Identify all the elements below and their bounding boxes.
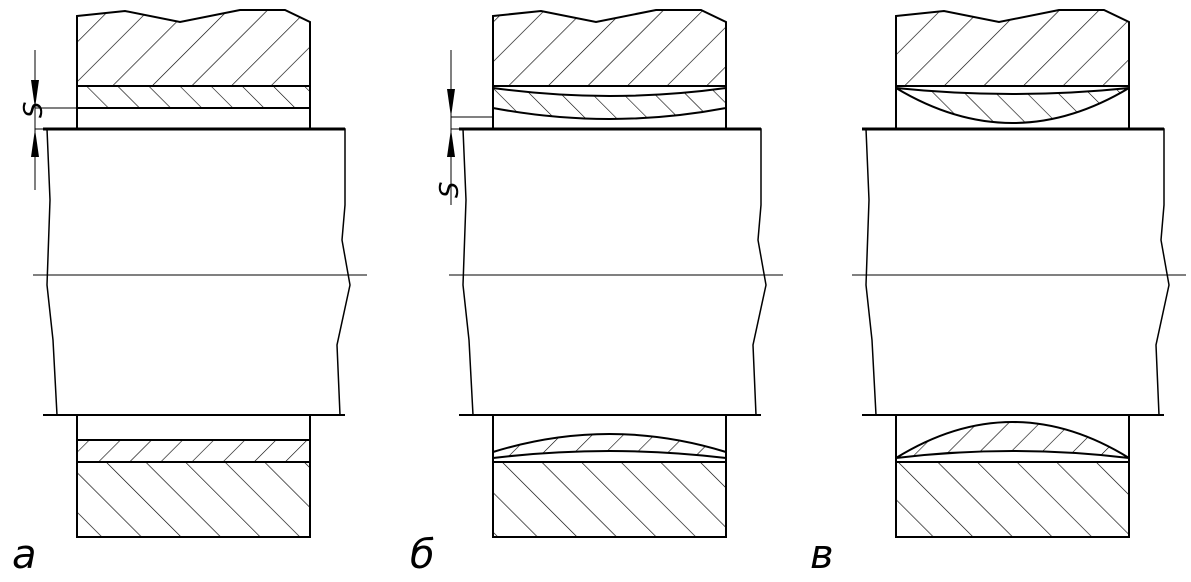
upper-liner <box>895 87 1130 124</box>
lower-housing <box>76 461 311 538</box>
upper-housing <box>895 9 1130 87</box>
lower-liner <box>76 439 311 463</box>
clearance-label-a: S <box>19 101 49 118</box>
shaft <box>43 128 351 416</box>
panel-b <box>447 9 783 538</box>
panel-label-a: а <box>12 532 37 578</box>
shaft <box>459 128 767 416</box>
arrow-icon <box>447 89 455 117</box>
upper-liner <box>76 85 311 109</box>
panel-label-b: б <box>410 532 435 578</box>
lower-liner <box>492 433 727 460</box>
arrow-icon <box>447 129 455 157</box>
upper-housing <box>76 9 311 87</box>
lower-housing <box>492 461 727 538</box>
lower-housing <box>895 461 1130 538</box>
upper-liner <box>492 86 727 120</box>
arrow-icon <box>31 80 39 108</box>
upper-housing <box>492 9 727 87</box>
panel-label-v: в <box>810 532 834 578</box>
arrow-icon <box>31 129 39 157</box>
lower-liner <box>895 421 1130 459</box>
panel-v <box>852 9 1186 538</box>
shaft <box>862 128 1170 416</box>
clearance-label-b: S <box>435 181 465 198</box>
panel-a <box>31 9 367 538</box>
